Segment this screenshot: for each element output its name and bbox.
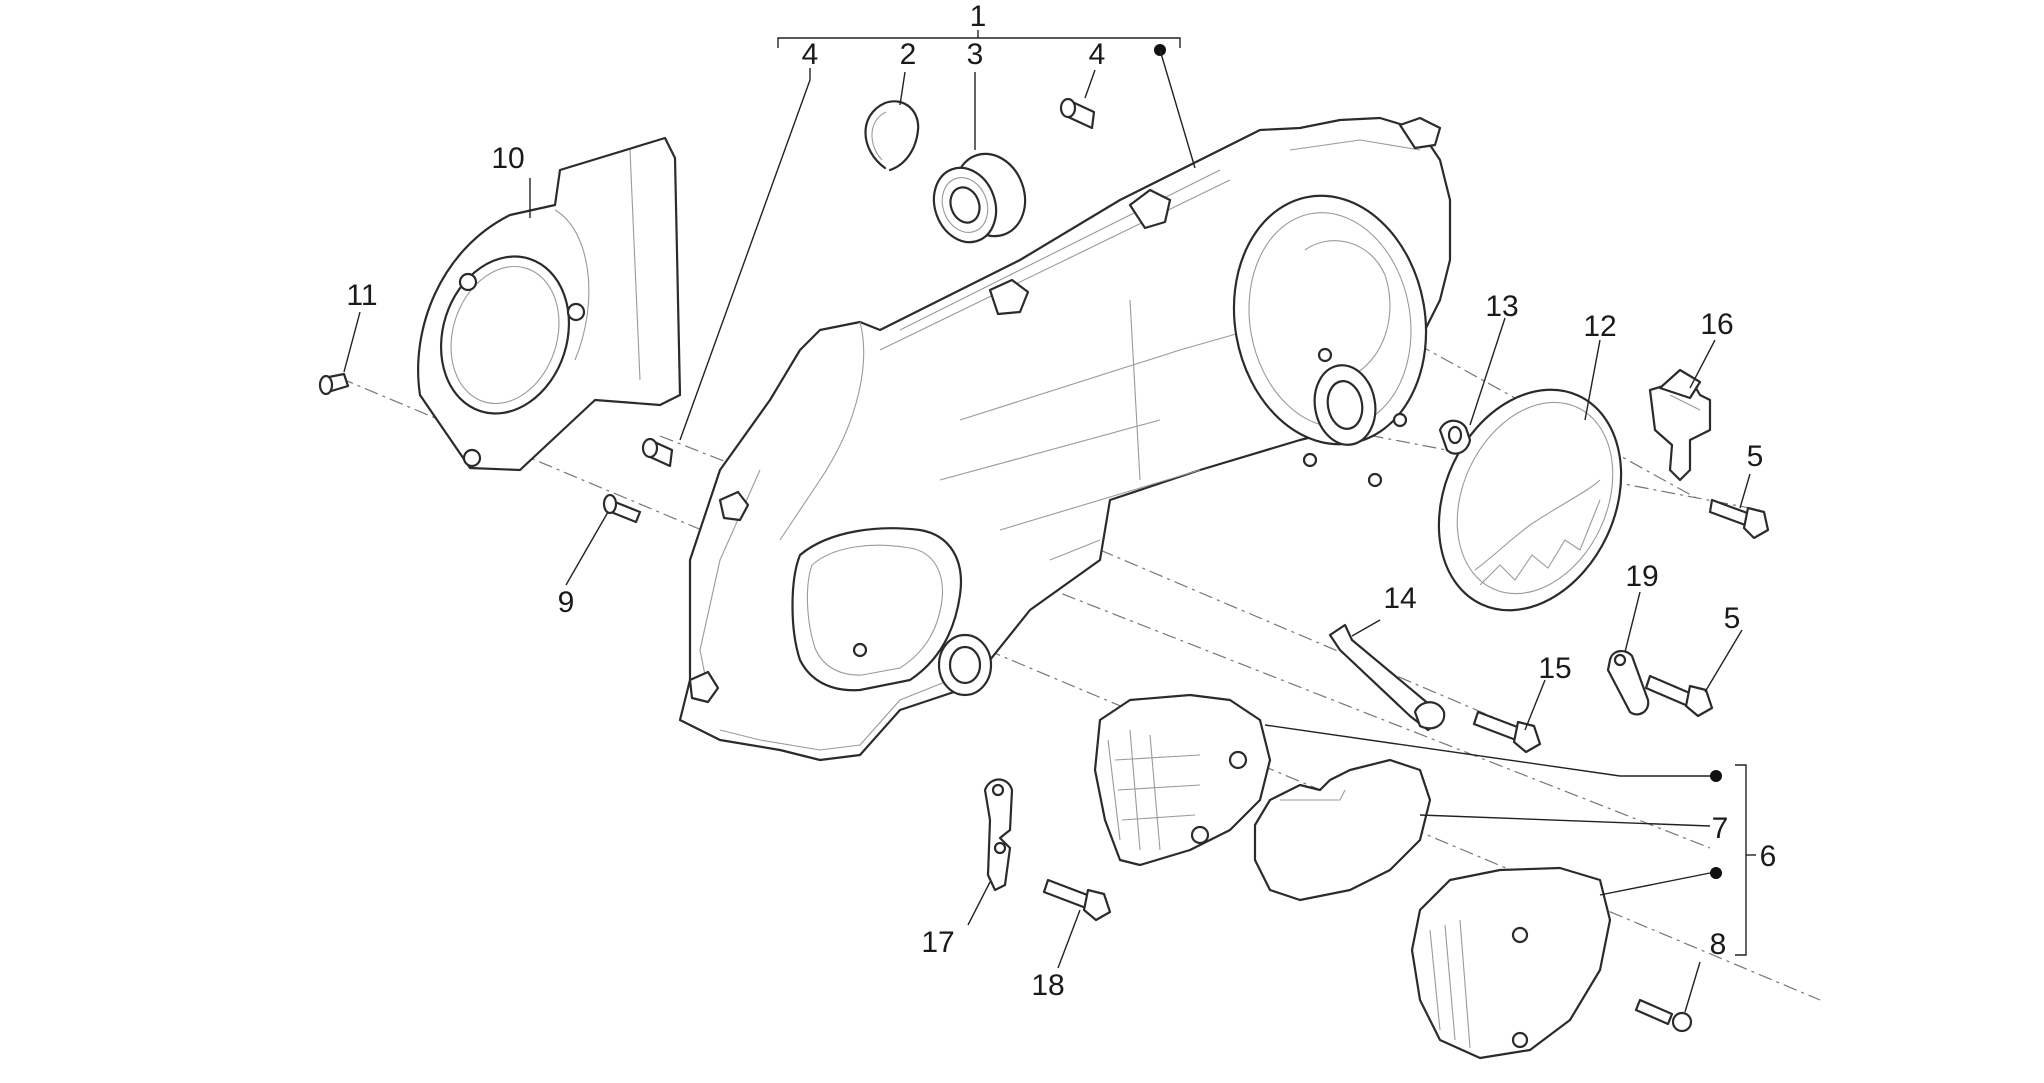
spring-clip — [1438, 419, 1472, 455]
dowel-pin-left — [641, 437, 674, 468]
axis-bolt-15 — [1099, 549, 1501, 721]
callout-12: 12 — [1583, 310, 1616, 343]
callout-labels: 1 4 2 3 4 10 11 13 12 16 5 19 5 14 15 9 … — [346, 0, 1776, 1002]
foam-filter — [1253, 758, 1432, 902]
tapping-screw — [602, 493, 642, 524]
callout-13: 13 — [1485, 290, 1518, 323]
axis-middle — [659, 435, 1711, 849]
callout-14: 14 — [1383, 582, 1416, 615]
callout-10: 10 — [491, 142, 524, 175]
callout-11: 11 — [346, 279, 377, 312]
cable-bracket — [1648, 368, 1712, 482]
callout-5-lower: 5 — [1724, 602, 1741, 635]
bolt-15 — [1472, 710, 1542, 754]
leader-lines — [343, 49, 1751, 1013]
group-bracket-6 — [1710, 764, 1756, 956]
bracket-17 — [983, 778, 1014, 892]
bolt-18 — [1042, 878, 1112, 922]
air-duct-housing — [1093, 693, 1272, 867]
callout-9: 9 — [558, 586, 575, 619]
callout-16: 16 — [1700, 308, 1733, 341]
callout-18: 18 — [1031, 969, 1064, 1002]
callout-19: 19 — [1625, 560, 1658, 593]
group-dot-6-bottom — [1710, 867, 1722, 879]
axis-cover-right — [1289, 419, 1761, 511]
callout-1: 1 — [970, 0, 987, 33]
callout-6: 6 — [1760, 840, 1777, 873]
screw-8 — [1634, 998, 1693, 1033]
callout-8: 8 — [1710, 928, 1727, 961]
bolt-lower — [1644, 674, 1714, 718]
washer-plate — [1606, 650, 1650, 716]
callout-5-upper: 5 — [1747, 440, 1764, 473]
heat-shield-plate — [417, 136, 682, 472]
callout-2: 2 — [900, 38, 917, 71]
bearing — [932, 152, 1027, 244]
logo-cap — [1437, 388, 1623, 612]
wire-bracket — [1328, 623, 1446, 732]
callout-17: 17 — [921, 926, 954, 959]
callout-4-left: 4 — [802, 38, 819, 71]
transmission-cover — [678, 116, 1452, 762]
callout-3: 3 — [967, 38, 984, 71]
bolt-upper — [1708, 498, 1770, 540]
callout-4-right: 4 — [1089, 38, 1106, 71]
pin-screw — [318, 372, 350, 396]
group-dot-6-top — [1710, 770, 1722, 782]
circlip — [864, 100, 920, 172]
dowel-pin-top — [1059, 97, 1096, 130]
axis-lower-left — [339, 377, 1821, 1001]
callout-7: 7 — [1712, 812, 1729, 845]
outer-duct-cover — [1410, 866, 1612, 1060]
callout-15: 15 — [1538, 652, 1571, 685]
